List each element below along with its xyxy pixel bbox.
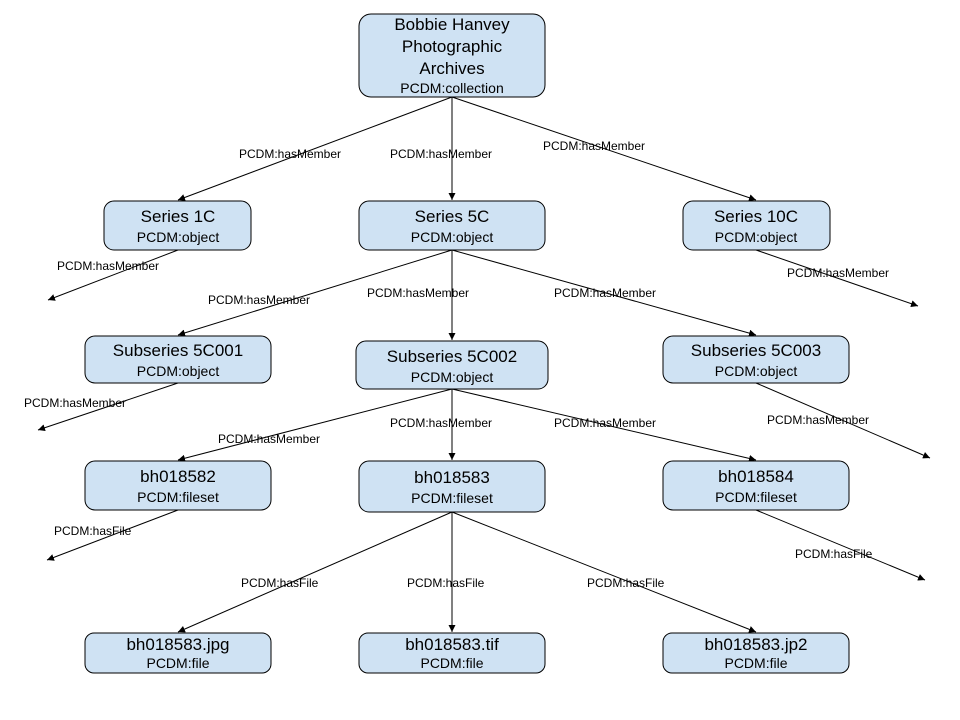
node-title: Series 5C [415,207,490,226]
edge-label: PCDM:hasMember [24,396,126,410]
edge-bh018584-outgoing: PCDM:hasFile [755,509,926,581]
node-type: PCDM:file [724,655,787,671]
node-subseries-5c001: Subseries 5C001 PCDM:object [84,335,272,384]
edge-bh018583-to-jp2: PCDM:hasFile [451,511,757,633]
edge-bh018583-to-tif: PCDM:hasFile [407,512,485,632]
edge-root-to-series-1c: PCDM:hasMember [177,96,453,201]
node-series-1c: Series 1C PCDM:object [103,200,252,251]
node-title-line: Archives [419,59,484,78]
edge-subseries-5c002-to-bh018584: PCDM:hasMember [451,388,757,462]
node-title: Series 10C [714,207,798,226]
node-type: PCDM:object [715,363,798,379]
node-title-line: Photographic [402,37,503,56]
node-bh018583-tif: bh018583.tif PCDM:file [358,632,546,674]
edge-label: PCDM:hasMember [367,286,469,300]
node-type: PCDM:file [420,655,483,671]
edge-label: PCDM:hasFile [587,576,665,590]
node-title: bh018584 [718,467,794,486]
node-title: bh018582 [140,467,216,486]
edge-label: PCDM:hasFile [54,524,132,538]
node-type: PCDM:object [137,363,220,379]
edge-root-to-series-5c: PCDM:hasMember [390,97,492,200]
edge-series-5c-to-subseries-5c002: PCDM:hasMember [367,250,469,340]
edge-subseries-5c003-outgoing: PCDM:hasMember [755,382,931,459]
node-bh018584: bh018584 PCDM:fileset [662,460,850,511]
node-title: Subseries 5C001 [113,341,243,360]
edge-label: PCDM:hasMember [390,147,492,161]
node-title: Series 1C [141,207,216,226]
node-type: PCDM:fileset [137,489,219,505]
edge-series-5c-to-subseries-5c003: PCDM:hasMember [451,249,757,337]
edge-label: PCDM:hasFile [795,547,873,561]
edge-subseries-5c002-to-bh018582: PCDM:hasMember [177,388,453,462]
edge-series-5c-to-subseries-5c001: PCDM:hasMember [177,249,453,337]
edge-label: PCDM:hasMember [390,416,492,430]
node-title: bh018583 [414,468,490,487]
node-type: PCDM:fileset [411,490,493,506]
edge-label: PCDM:hasMember [208,293,310,307]
edge-label: PCDM:hasFile [241,576,319,590]
edge-series-1c-outgoing: PCDM:hasMember [47,249,179,301]
node-series-10c: Series 10C PCDM:object [682,200,831,251]
edge-label: PCDM:hasMember [218,432,320,446]
edge-label: PCDM:hasMember [554,286,656,300]
node-series-5c: Series 5C PCDM:object [358,200,546,251]
node-type: PCDM:fileset [715,489,797,505]
edge-subseries-5c001-outgoing: PCDM:hasMember [24,382,179,432]
edge-label: PCDM:hasMember [57,259,159,273]
edge-label: PCDM:hasMember [554,416,656,430]
edge-label: PCDM:hasMember [239,147,341,161]
node-bh018583-jp2: bh018583.jp2 PCDM:file [662,632,850,674]
node-type: PCDM:collection [400,80,503,96]
node-subseries-5c003: Subseries 5C003 PCDM:object [662,335,850,384]
node-type: PCDM:file [146,655,209,671]
node-title-line: Bobbie Hanvey [394,15,510,34]
node-type: PCDM:object [411,229,494,245]
node-bh018583-jpg: bh018583.jpg PCDM:file [84,632,272,674]
edge-label: PCDM:hasMember [787,266,889,280]
node-bobbie-hanvey-collection: Bobbie Hanvey Photographic Archives PCDM… [358,13,546,98]
edge-root-to-series-10c: PCDM:hasMember [451,96,757,202]
edge-subseries-5c002-to-bh018583: PCDM:hasMember [390,389,492,460]
node-title: bh018583.jpg [126,635,229,654]
node-bh018582: bh018582 PCDM:fileset [84,460,272,511]
edge-bh018583-to-jpg: PCDM:hasFile [177,511,453,633]
node-subseries-5c002: Subseries 5C002 PCDM:object [355,340,549,390]
edge-series-10c-outgoing: PCDM:hasMember [755,249,919,308]
node-type: PCDM:object [411,369,494,385]
node-title: Subseries 5C002 [387,347,517,366]
node-bh018583: bh018583 PCDM:fileset [358,460,546,513]
edge-label: PCDM:hasMember [767,413,869,427]
node-type: PCDM:object [715,229,798,245]
edge-label: PCDM:hasMember [543,139,645,153]
node-title: bh018583.jp2 [704,635,807,654]
node-title: bh018583.tif [405,635,499,654]
node-title: Subseries 5C003 [691,341,821,360]
edge-label: PCDM:hasFile [407,576,485,590]
node-type: PCDM:object [137,229,220,245]
edge-bh018582-outgoing: PCDM:hasFile [46,509,179,561]
